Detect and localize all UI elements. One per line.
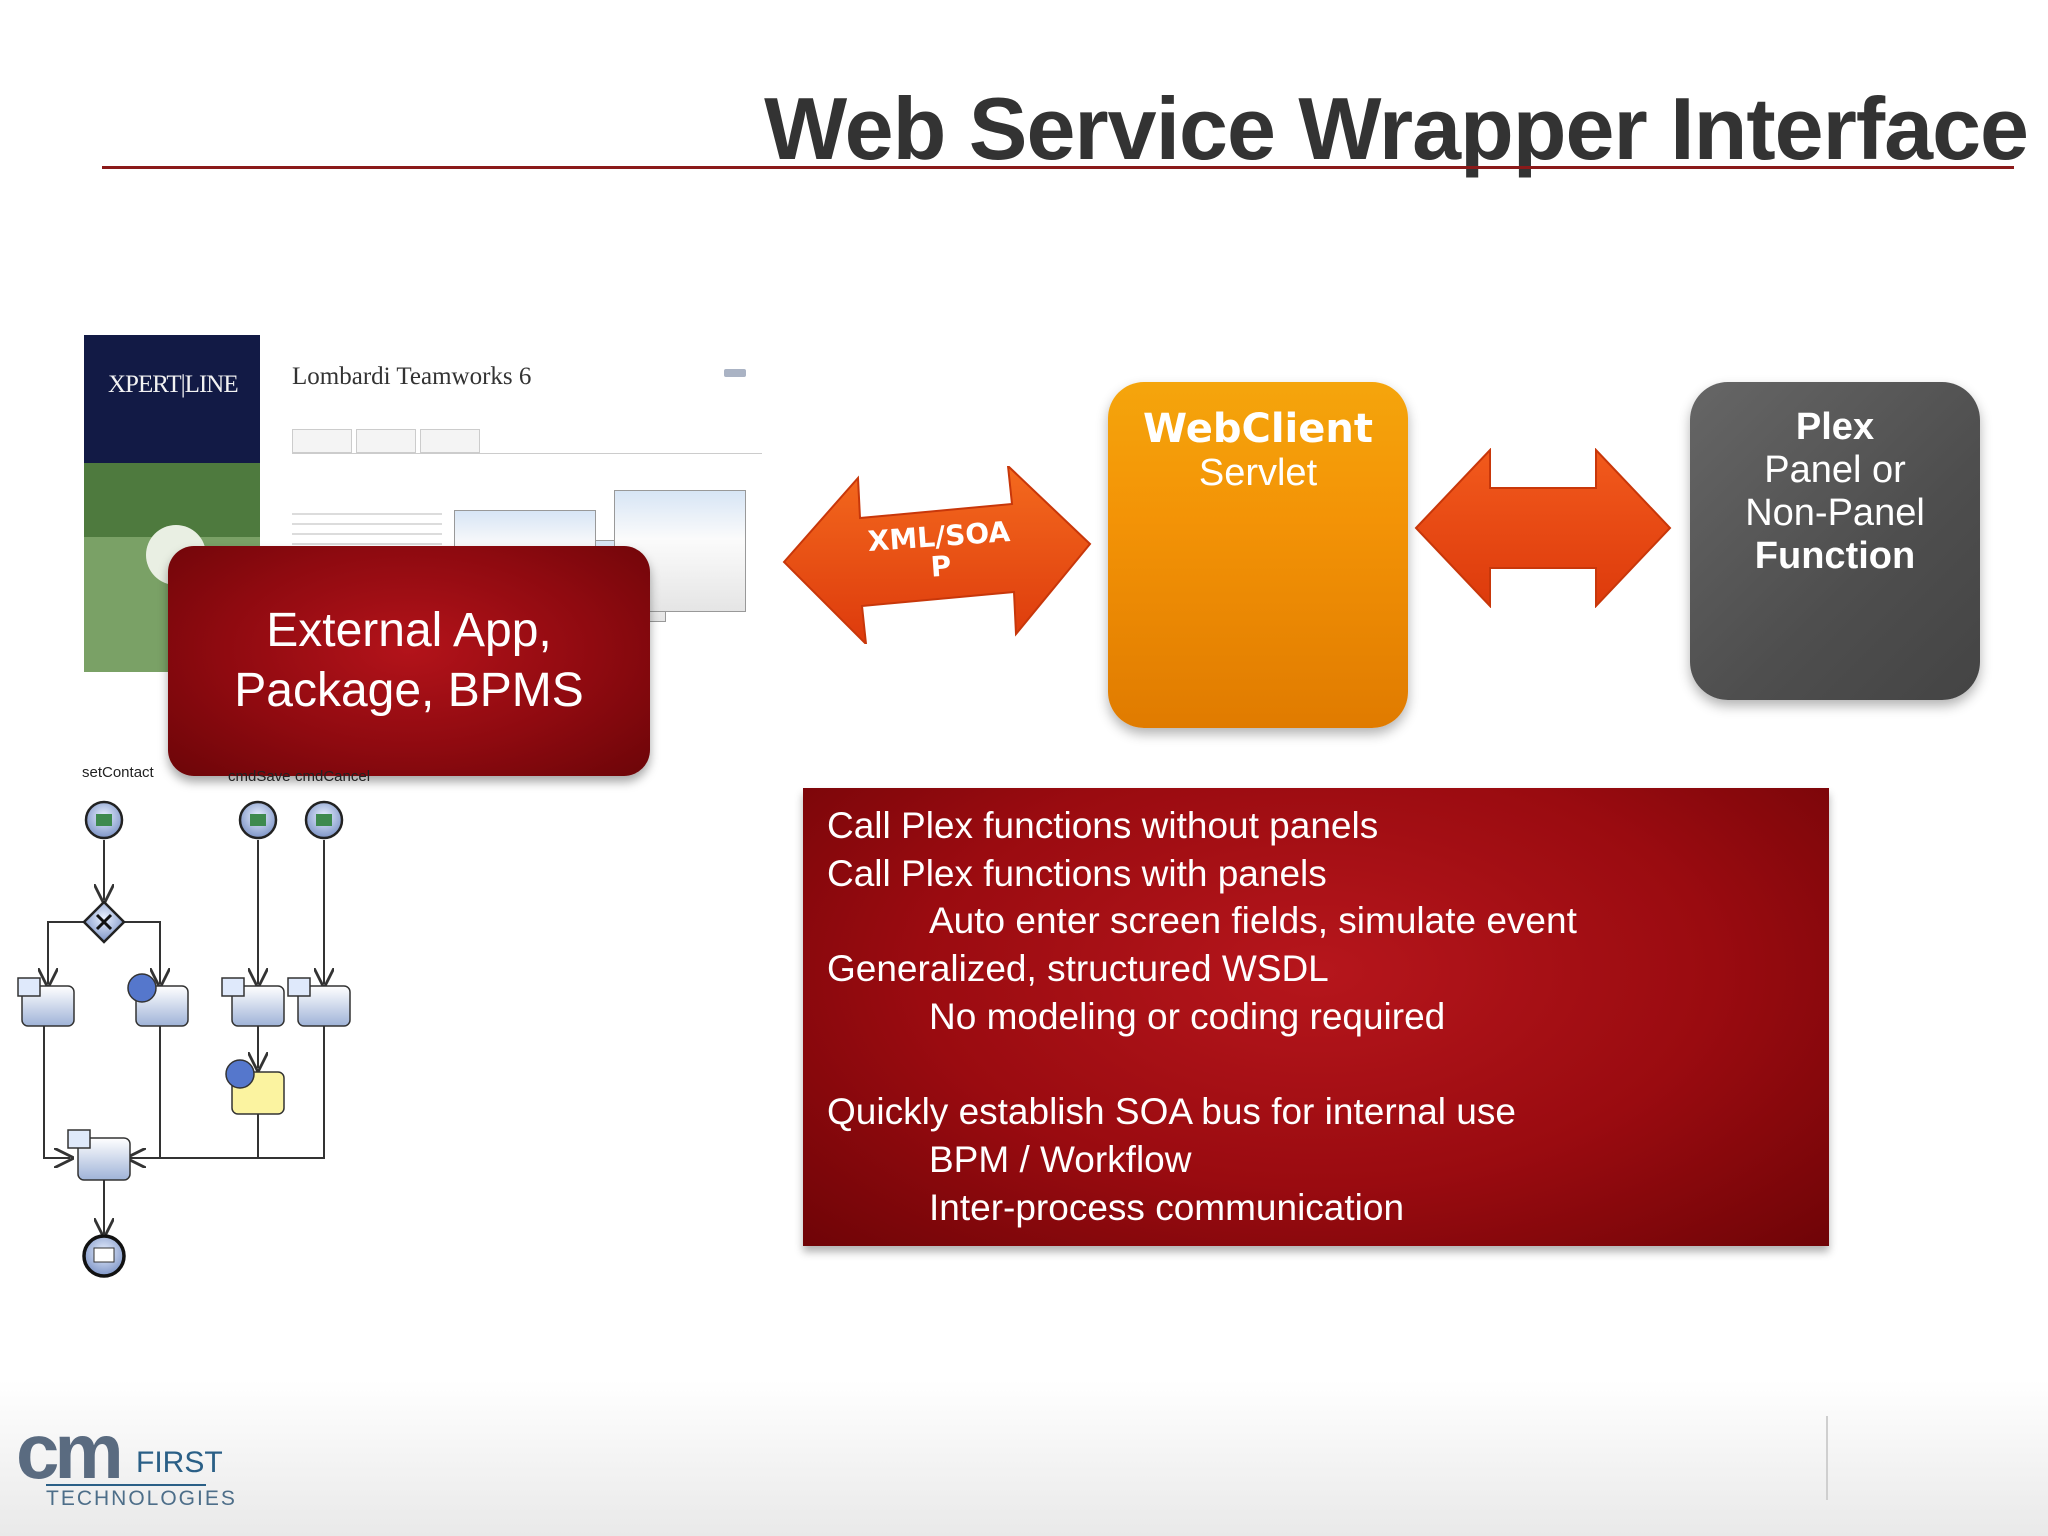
mini-tab-strip [292, 429, 762, 454]
external-app-line-2: Package, BPMS [234, 664, 584, 717]
bullet-spacer [827, 1041, 1577, 1089]
feature-bullets-box: Call Plex functions without panels Call … [803, 788, 1829, 1246]
mini-tab [292, 429, 352, 453]
bullet-item: Call Plex functions with panels [827, 852, 1327, 894]
mini-tab [356, 429, 416, 453]
xml-soap-label: XML/SOA P [848, 515, 1032, 589]
bullet-subitem: Auto enter screen fields, simulate event [929, 900, 1577, 942]
process-flow-diagram [17, 800, 351, 1278]
cm-first-logo-technologies: TECHNOLOGIES [46, 1487, 237, 1510]
cm-first-logo-rule [46, 1484, 206, 1486]
bullet-item: Quickly establish SOA bus for internal u… [827, 1091, 1516, 1133]
footer-divider [1826, 1416, 1828, 1500]
cm-first-logo-mark: cm [16, 1407, 124, 1495]
bullet-item: Generalized, structured WSDL [827, 948, 1329, 990]
servlet-plex-double-arrow [1414, 448, 1672, 608]
flow-label-setcontact: setContact [82, 764, 154, 781]
mini-text-block [292, 505, 442, 545]
bullet-subitem: BPM / Workflow [929, 1138, 1192, 1180]
xml-soap-double-arrow [782, 466, 1092, 644]
flow-tasks [17, 973, 351, 1181]
bullet-item: Call Plex functions without panels [827, 805, 1379, 846]
flow-gateway [82, 900, 126, 944]
external-app-line-1: External App, [266, 604, 552, 657]
slide-title: Web Service Wrapper Interface [764, 79, 2029, 178]
plex-line-2: Panel or [1764, 449, 1906, 491]
plex-line-4: Function [1754, 535, 1916, 577]
plex-line-3: Non-Panel [1745, 492, 1925, 534]
bullet-subitem: Inter-process communication [929, 1186, 1405, 1228]
title-underline [102, 166, 2014, 169]
plex-function-box: Plex Panel or Non-Panel Function [1690, 382, 1980, 700]
webclient-title: WebClient [1143, 406, 1373, 452]
footer-band [0, 1380, 2048, 1536]
mini-header-icon [724, 369, 746, 377]
lombardi-title: Lombardi Teamworks 6 [292, 363, 532, 390]
webclient-servlet-box: WebClient Servlet [1108, 382, 1408, 728]
xpert-line-logo: XPERT|LINE [108, 371, 239, 398]
external-app-box: External App, Package, BPMS [168, 546, 650, 776]
webclient-subtitle: Servlet [1198, 452, 1318, 494]
flow-start-events [84, 800, 344, 840]
cm-first-logo-first: FIRST [136, 1446, 223, 1479]
mini-tab [420, 429, 480, 453]
flow-label-cmdcancel: cmdCancel [295, 768, 371, 785]
bullet-subitem: No modeling or coding required [929, 995, 1446, 1037]
flow-end-event [82, 1234, 126, 1278]
flow-label-cmdsave: cmdSave [228, 768, 291, 785]
plex-line-1: Plex [1795, 406, 1875, 448]
